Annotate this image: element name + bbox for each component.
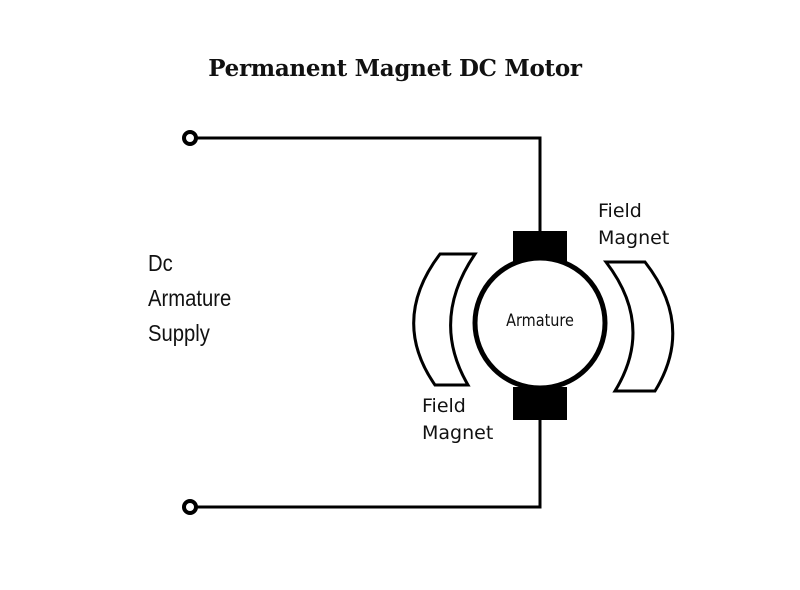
- bottom-wire: [190, 420, 542, 509]
- diagram-title: Permanent Magnet DC Motor: [208, 55, 582, 82]
- field-magnet-left-label: Field Magnet: [422, 393, 493, 447]
- supply-label-line: Dc: [148, 250, 173, 276]
- bottom-terminal: [182, 499, 198, 515]
- field-magnet-right-label: Field Magnet: [598, 198, 669, 252]
- label-line: Field: [598, 200, 642, 222]
- supply-label: Dc Armature Supply: [148, 246, 231, 351]
- label-line: Magnet: [598, 227, 670, 249]
- label-line: Magnet: [422, 422, 494, 444]
- supply-label-line: Armature: [148, 285, 232, 311]
- armature-circle: [472, 255, 608, 391]
- left-field-magnet: [412, 252, 478, 387]
- supply-label-line: Supply: [148, 320, 210, 346]
- label-line: Field: [422, 395, 466, 417]
- top-wire: [190, 136, 542, 232]
- right-field-magnet: [602, 260, 675, 393]
- armature-label: Armature: [506, 311, 574, 331]
- bottom-brush: [513, 387, 567, 420]
- top-terminal: [182, 130, 198, 146]
